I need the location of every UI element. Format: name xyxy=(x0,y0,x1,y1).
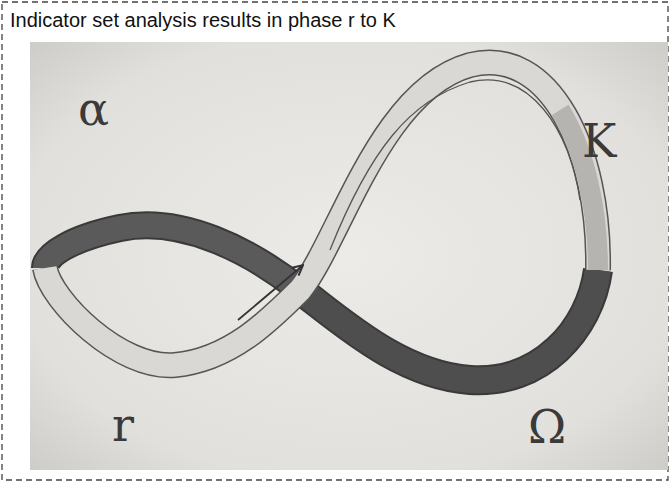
direction-arrow xyxy=(238,266,302,320)
diagram-title: Indicator set analysis results in phase … xyxy=(10,9,396,32)
phase-label: r xyxy=(112,402,134,448)
band-outline xyxy=(45,63,598,366)
band-outline xyxy=(45,225,300,290)
phase-label: K xyxy=(582,118,616,164)
band-fill xyxy=(300,270,598,380)
band-outline xyxy=(300,270,598,380)
band-inner-line xyxy=(330,80,580,250)
band-fill xyxy=(45,225,300,290)
light-band xyxy=(45,63,598,366)
phase-label: Ω xyxy=(528,404,566,450)
phase-label: α xyxy=(78,86,109,132)
band-fill xyxy=(45,63,598,366)
paper-photo xyxy=(30,42,668,470)
